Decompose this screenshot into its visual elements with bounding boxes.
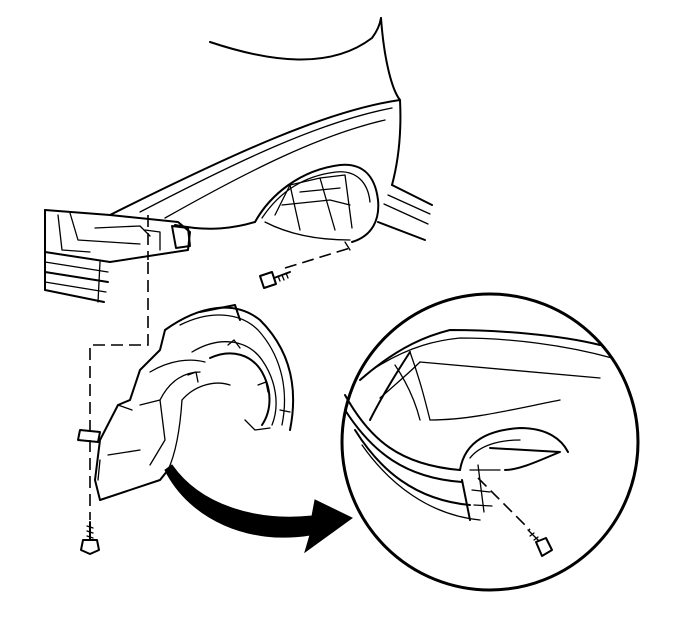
bumper-fascia	[44, 209, 191, 303]
wheelhouse-liner	[77, 304, 295, 501]
liner-screw-upper	[259, 271, 291, 289]
wheel-opening	[254, 163, 380, 251]
liner-screw-lower	[80, 521, 100, 555]
detail-view	[340, 292, 640, 592]
assembly-lines	[89, 215, 351, 520]
detail-arrow	[164, 464, 353, 554]
